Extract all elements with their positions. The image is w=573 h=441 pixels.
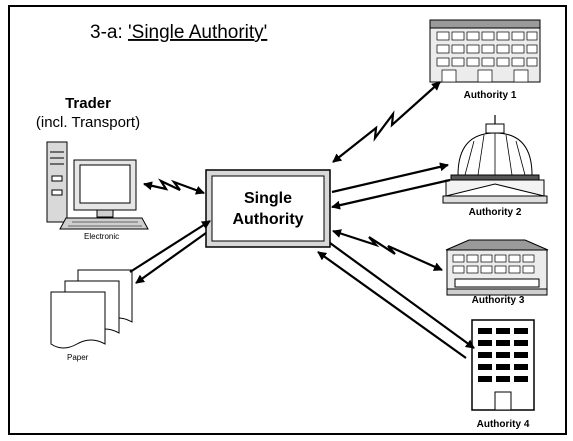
paper-stack-icon xyxy=(50,269,133,349)
paper-link-authority-4-out xyxy=(329,242,475,349)
paper-link-authority-2-in xyxy=(331,178,451,210)
authority-4-label: Authority 4 xyxy=(477,419,530,430)
single-authority-box xyxy=(205,169,331,248)
authority-3-building-icon xyxy=(445,239,549,296)
computer-icon xyxy=(46,141,149,230)
trader-sublabel: (incl. Transport) xyxy=(36,114,140,131)
authority-4-building-icon xyxy=(471,319,535,411)
electronic-link-trader xyxy=(143,178,205,195)
authority-3-label: Authority 3 xyxy=(472,295,525,306)
diagram-title: 3-a: 'Single Authority' xyxy=(90,22,267,43)
center-label-line2: Authority xyxy=(232,211,303,228)
authority-2-label: Authority 2 xyxy=(469,207,522,218)
paper-label: Paper xyxy=(67,353,89,362)
electronic-label: Electronic xyxy=(84,232,119,241)
authority-2-domed-building-icon xyxy=(442,115,548,204)
title-prefix: 3-a: xyxy=(90,22,128,43)
authority-1-label: Authority 1 xyxy=(464,90,517,101)
paper-link-from-authority xyxy=(135,232,207,284)
paper-link-to-authority xyxy=(129,220,211,273)
electronic-link-authority-3 xyxy=(332,229,443,272)
paper-link-authority-2-out xyxy=(331,162,449,194)
trader-label: Trader xyxy=(65,95,111,112)
authority-1-building-icon xyxy=(429,19,541,83)
paper-link-authority-4-in xyxy=(317,251,467,359)
electronic-link-authority-1 xyxy=(332,81,441,163)
center-label-line1: Single xyxy=(244,190,292,207)
title-main: 'Single Authority' xyxy=(128,22,267,43)
